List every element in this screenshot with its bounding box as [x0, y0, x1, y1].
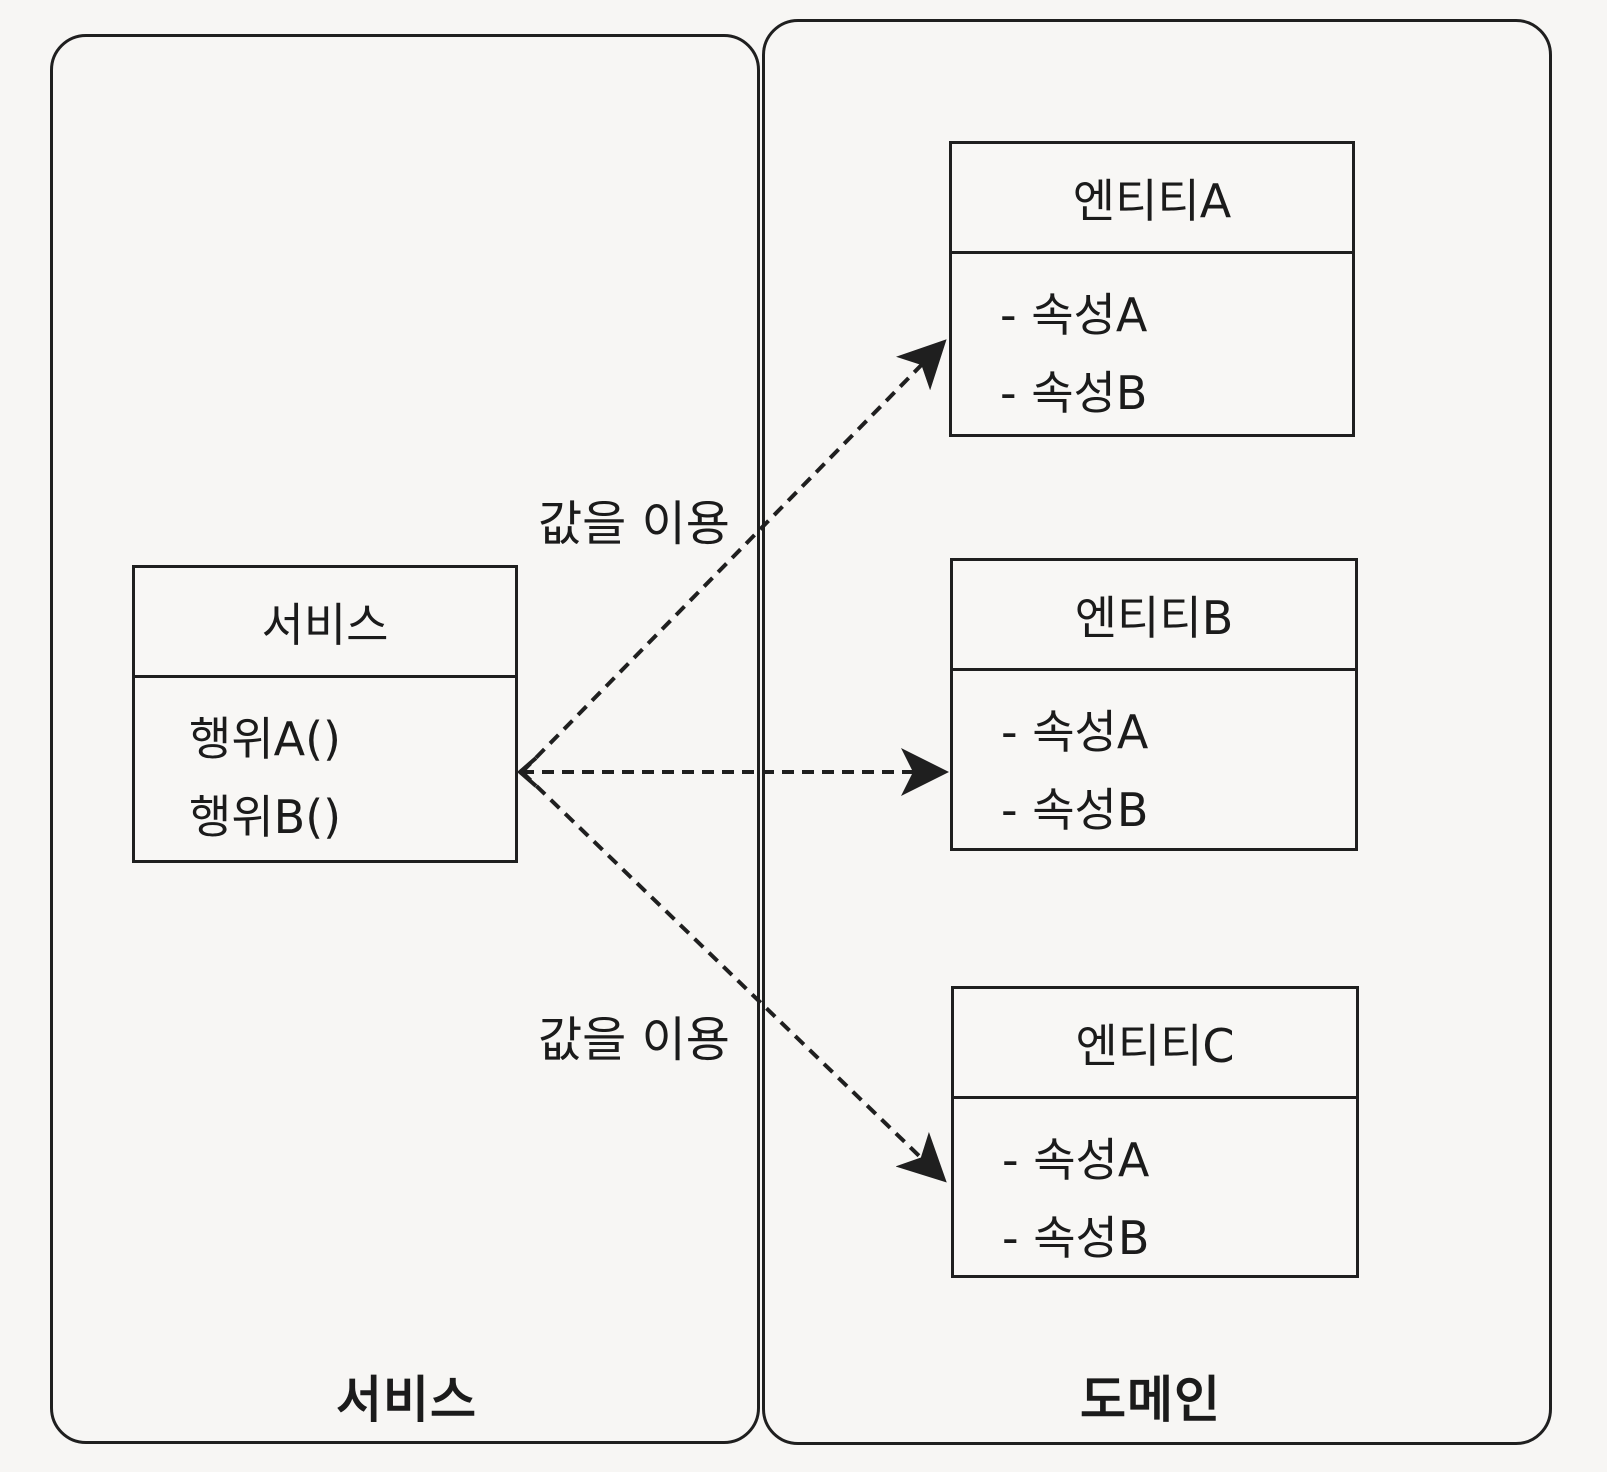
entity-b-attribute-b: - 속성B — [1001, 783, 1149, 837]
arrow-origin-chevron — [516, 756, 538, 788]
service-layer — [50, 34, 760, 1444]
entity-b-attribute-a: - 속성A — [1001, 705, 1149, 759]
entity-a-name: 엔티티A — [952, 144, 1352, 254]
entity-c-attribute-b: - 속성B — [1002, 1211, 1150, 1265]
service-class-name: 서비스 — [135, 568, 515, 678]
arrow-to-entity-a — [520, 339, 947, 774]
relation-label-bottom: 값을 이용 — [538, 1012, 730, 1068]
relation-label-top: 값을 이용 — [538, 496, 730, 552]
entity-c-name: 엔티티C — [954, 989, 1356, 1099]
service-class-box: 서비스 행위A() 행위B() — [132, 565, 518, 863]
arrow-to-entity-c — [520, 770, 947, 1183]
entity-c-attribute-a: - 속성A — [1002, 1133, 1150, 1187]
entity-a-attribute-a: - 속성A — [1000, 288, 1148, 342]
service-class-methods: 행위A() 행위B() — [135, 678, 515, 856]
entity-b-name: 엔티티B — [953, 561, 1355, 671]
entity-a-box: 엔티티A - 속성A - 속성B — [949, 141, 1355, 437]
domain-layer-title: 도메인 — [1080, 1371, 1221, 1429]
service-layer-title: 서비스 — [336, 1371, 477, 1429]
entity-c-attributes: - 속성A - 속성B — [954, 1099, 1356, 1277]
entity-b-box: 엔티티B - 속성A - 속성B — [950, 558, 1358, 851]
entity-a-attributes: - 속성A - 속성B — [952, 254, 1352, 432]
method-b: 행위B() — [189, 790, 342, 844]
entity-a-attribute-b: - 속성B — [1000, 366, 1148, 420]
entity-b-attributes: - 속성A - 속성B — [953, 671, 1355, 849]
domain-layer — [762, 19, 1552, 1445]
entity-c-box: 엔티티C - 속성A - 속성B — [951, 986, 1359, 1278]
method-a: 행위A() — [189, 712, 342, 766]
